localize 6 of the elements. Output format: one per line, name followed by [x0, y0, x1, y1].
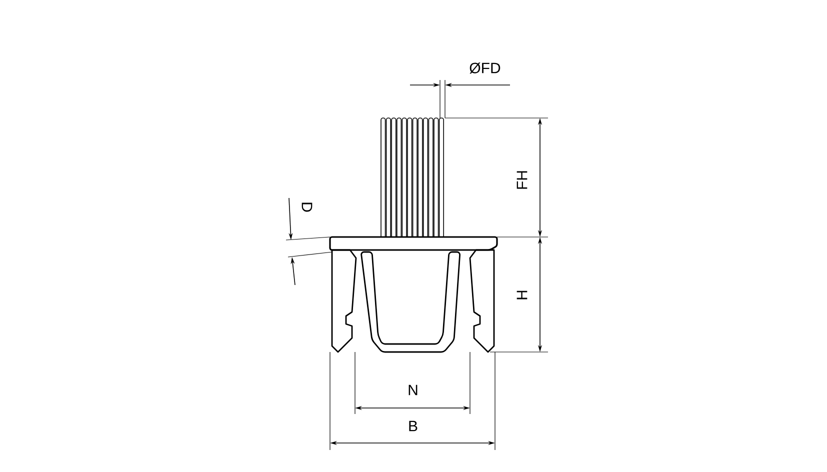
dimension-label: H: [516, 290, 528, 300]
dimension-label: FH: [516, 171, 528, 189]
dimension-label: D: [302, 202, 312, 212]
dimension-label: N: [408, 384, 418, 396]
dimension-label: ØFD: [470, 62, 500, 74]
dimension-label: B: [409, 420, 418, 432]
